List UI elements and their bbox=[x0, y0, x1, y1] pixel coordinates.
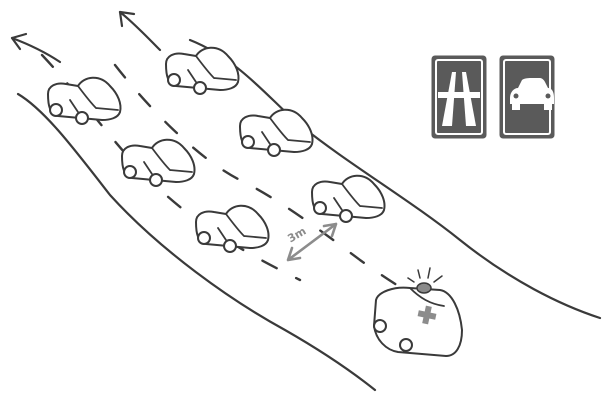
ambulance-window-line bbox=[409, 287, 445, 307]
gap-arrow-icon bbox=[286, 222, 338, 262]
siren-light-icon bbox=[407, 267, 443, 294]
ambulance bbox=[373, 267, 463, 357]
car-right-lane-1 bbox=[165, 46, 240, 95]
gap-distance-label: 3m bbox=[285, 225, 308, 246]
road-left-edge bbox=[16, 92, 377, 392]
direction-arrow-right bbox=[118, 10, 162, 52]
car-left-lane-3 bbox=[195, 204, 270, 253]
motor-vehicle-road-sign-icon bbox=[499, 55, 555, 139]
car-left-lane-2 bbox=[121, 138, 196, 187]
car-right-lane-2 bbox=[239, 108, 314, 157]
ambulance-wheel-rear bbox=[399, 338, 413, 352]
motorway-sign-icon bbox=[431, 55, 487, 139]
ambulance-wheel-front bbox=[373, 319, 387, 333]
direction-arrow-left bbox=[10, 32, 62, 64]
car-left-lane-1 bbox=[47, 76, 122, 125]
medical-cross-icon bbox=[417, 305, 437, 325]
direction-arrows bbox=[10, 10, 162, 64]
road-right-edge bbox=[188, 38, 602, 320]
ambulance-body bbox=[373, 286, 463, 357]
car-right-lane-3 bbox=[311, 174, 386, 223]
lane-marking-middle bbox=[113, 63, 422, 302]
rescue-lane-gap: 3m bbox=[285, 222, 338, 262]
